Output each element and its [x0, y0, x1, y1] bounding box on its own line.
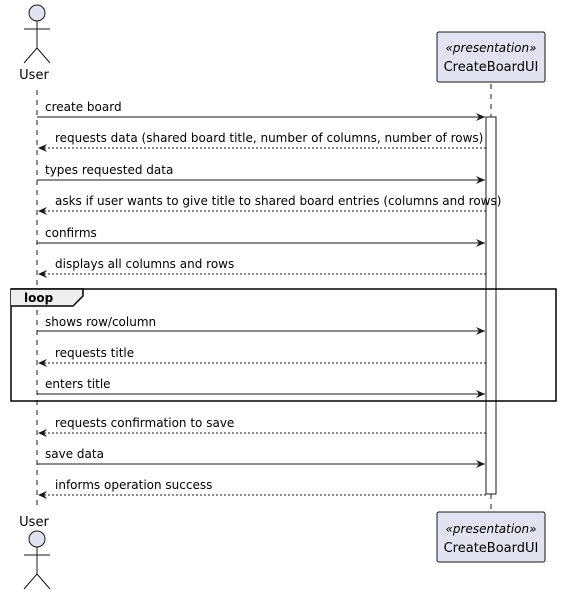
message-label: requests confirmation to save	[55, 416, 234, 430]
message: create board	[37, 100, 485, 121]
participant-createboardui-top: «presentation» CreateBoardUI	[436, 31, 546, 83]
loop-frame	[10, 288, 557, 402]
participant-box	[436, 511, 546, 563]
participant-stereotype: «presentation»	[445, 41, 536, 55]
stick-figure-icon	[23, 530, 51, 590]
message-label: shows row/column	[45, 315, 156, 329]
message: informs operation success	[38, 478, 486, 499]
actor-user-bottom: User	[19, 515, 51, 590]
message-label: confirms	[45, 226, 97, 240]
message: types requested data	[37, 163, 485, 184]
actor-user-name: User	[19, 515, 49, 530]
participant-name: CreateBoardUI	[444, 541, 539, 556]
message-label: displays all columns and rows	[55, 257, 234, 271]
message: confirms	[37, 226, 485, 247]
message: requests title	[38, 346, 486, 367]
actor-user-name: User	[19, 68, 49, 83]
message-label: save data	[45, 447, 104, 461]
message: asks if user wants to give title to shar…	[38, 194, 501, 215]
loop-label: loop	[24, 291, 54, 305]
message: requests confirmation to save	[38, 416, 486, 437]
message: requests data (shared board title, numbe…	[38, 131, 486, 152]
participant-createboardui-bottom: «presentation» CreateBoardUI	[436, 511, 546, 563]
participant-stereotype: «presentation»	[445, 522, 536, 536]
message-label: types requested data	[45, 163, 173, 177]
message-label: requests title	[55, 346, 134, 360]
actor-user-top: User	[19, 4, 51, 83]
message-label: asks if user wants to give title to shar…	[55, 194, 501, 208]
message-label: requests data (shared board title, numbe…	[55, 131, 483, 145]
message-label: enters title	[45, 377, 111, 391]
loop-tab	[11, 288, 84, 307]
stick-figure-icon	[23, 4, 51, 64]
message-label: create board	[45, 100, 122, 114]
message: enters title	[37, 377, 485, 398]
participant-name: CreateBoardUI	[444, 60, 539, 75]
ui-activation-bar	[485, 116, 497, 495]
message: displays all columns and rows	[38, 257, 486, 278]
message: save data	[37, 447, 485, 468]
message-label: informs operation success	[55, 478, 212, 492]
loop-fragment: loop	[10, 288, 557, 402]
message: shows row/column	[37, 315, 485, 335]
participant-box	[436, 31, 546, 83]
